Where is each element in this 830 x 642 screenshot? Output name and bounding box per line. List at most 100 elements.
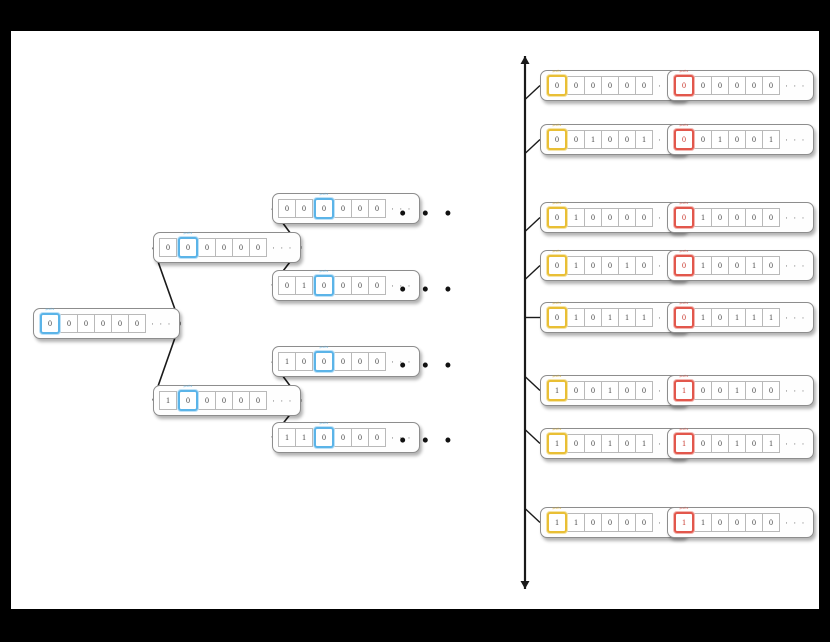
bit-cell: 0 — [762, 381, 780, 400]
bit-cell: 0 — [745, 76, 763, 95]
bit-cell: 1 — [295, 276, 313, 295]
bit-cell: 0 — [60, 314, 78, 333]
continuation-ellipsis: · · · — [272, 242, 293, 253]
bit-cell: 1 — [278, 352, 296, 371]
bit-cell-caption: prefix — [45, 307, 55, 311]
bit-cell: 0 — [584, 308, 602, 327]
bit-cell: 0 — [601, 256, 619, 275]
bit-cell: 0 — [728, 256, 746, 275]
bit-cell: 1 — [635, 434, 653, 453]
bit-cell: 1 — [762, 308, 780, 327]
bit-cell: 0 — [694, 381, 712, 400]
bit-cell: 1 — [278, 428, 296, 447]
bit-cell: 1 — [567, 513, 585, 532]
continuation-ellipsis: · · · — [391, 356, 412, 367]
bit-cell-caption: prefix — [679, 69, 689, 73]
bit-cell: 0 — [567, 434, 585, 453]
continuation-ellipsis: · · · — [785, 438, 806, 449]
bit-cell: 0 — [601, 513, 619, 532]
bit-cell-caption: prefix — [679, 374, 689, 378]
continuation-ellipsis: · · · — [785, 212, 806, 223]
bit-cell-caption: prefix — [552, 201, 562, 205]
bit-cell: 1 — [694, 256, 712, 275]
bit-cell: 1 — [694, 308, 712, 327]
bit-cell-caption: prefix — [552, 249, 562, 253]
bit-cell: 1 — [711, 130, 729, 149]
bit-cell: 0 — [334, 352, 352, 371]
bit-cell: 0 — [584, 256, 602, 275]
bit-cell: 0 — [618, 381, 636, 400]
bit-cell: 1 — [762, 434, 780, 453]
branch-continuation-dots: • • • — [399, 353, 457, 377]
bit-cell: 0 — [77, 314, 95, 333]
continuation-ellipsis: · · · — [391, 280, 412, 291]
bit-cell: 0 — [762, 208, 780, 227]
bit-cell: 0 — [618, 76, 636, 95]
bit-cell-caption: prefix — [552, 506, 562, 510]
bit-cell: 0 — [295, 352, 313, 371]
bit-cell-caption: prefix — [183, 231, 193, 235]
bit-cell: 0 — [711, 308, 729, 327]
continuation-ellipsis: · · · — [785, 134, 806, 145]
bit-cell: 1 — [762, 130, 780, 149]
bit-cell-caption: prefix — [319, 421, 329, 425]
bit-cell: 0 — [728, 208, 746, 227]
bit-cell: 0 — [618, 130, 636, 149]
bit-cell: 0 — [762, 256, 780, 275]
bit-cell: 0 — [232, 238, 250, 257]
bit-cell: 1 — [567, 208, 585, 227]
bit-cell: 0 — [198, 391, 216, 410]
bit-cell: 1 — [567, 256, 585, 275]
bit-cell-caption: prefix — [552, 123, 562, 127]
bit-cell: 1 — [159, 391, 177, 410]
bit-cell: 0 — [762, 76, 780, 95]
bit-cell: 1 — [601, 434, 619, 453]
bit-cell: 1 — [728, 381, 746, 400]
bit-cell: 1 — [745, 256, 763, 275]
bit-cell: 0 — [618, 434, 636, 453]
bit-cell: 0 — [334, 428, 352, 447]
continuation-ellipsis: · · · — [785, 260, 806, 271]
bit-cell: 0 — [618, 208, 636, 227]
bit-cell-caption: prefix — [552, 374, 562, 378]
bit-cell: 0 — [249, 238, 267, 257]
bit-cell-caption: prefix — [679, 201, 689, 205]
bit-cell: 0 — [728, 513, 746, 532]
bit-cell: 0 — [128, 314, 146, 333]
bit-cell: 0 — [635, 256, 653, 275]
bit-cell: 0 — [232, 391, 250, 410]
bit-cell-caption: prefix — [679, 249, 689, 253]
bit-cell: 1 — [295, 428, 313, 447]
bit-cell: 1 — [694, 208, 712, 227]
bit-cell: 1 — [601, 381, 619, 400]
bit-cell: 0 — [745, 381, 763, 400]
bit-cell: 0 — [334, 199, 352, 218]
bit-cell: 1 — [618, 308, 636, 327]
continuation-ellipsis: · · · — [391, 203, 412, 214]
